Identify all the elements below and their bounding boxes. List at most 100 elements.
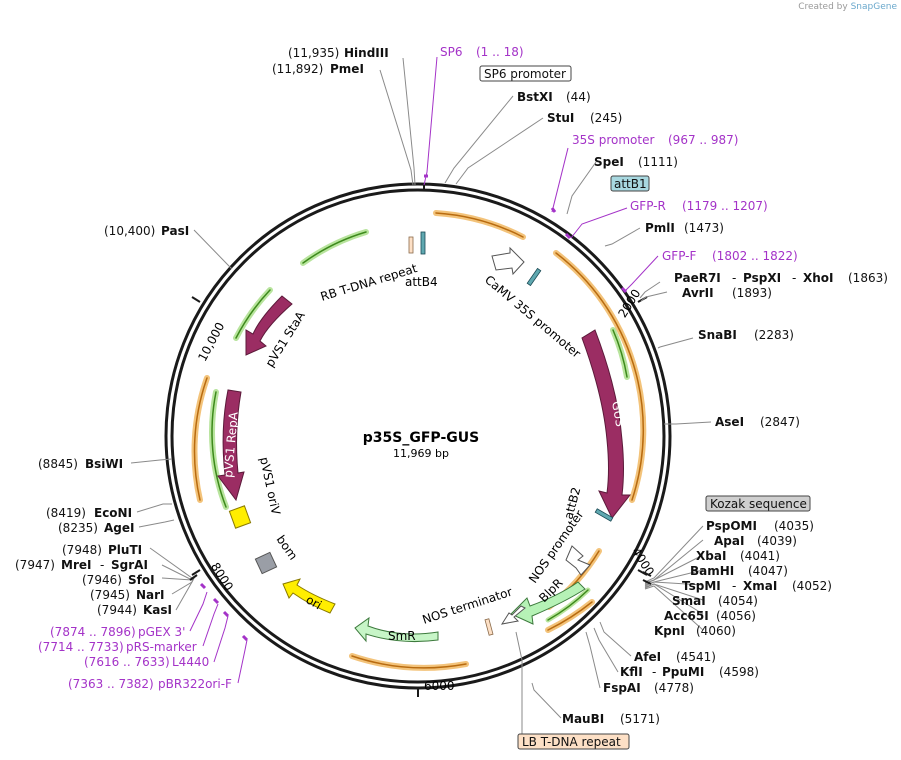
site-nari-name: NarI	[136, 588, 165, 602]
primer-35s-range: (967 .. 987)	[668, 133, 738, 147]
oriv-box	[228, 505, 252, 529]
site-maubi-name: MauBI	[562, 712, 604, 726]
lb-repeat-marker	[484, 618, 494, 636]
orf-arc-top	[433, 210, 526, 240]
site-paer7i-sep1: -	[732, 271, 736, 285]
primer-pbr322-name: pBR322ori-F	[158, 677, 232, 691]
site-avrii-pos: (1893)	[732, 286, 772, 300]
site-smai-name: SmaI	[672, 594, 706, 608]
pvs1-oriv-label: pVS1 oriV	[257, 456, 283, 517]
site-pspomi-pos: (4035)	[774, 519, 814, 533]
blpr-arrow	[510, 581, 586, 625]
site-sfoi-pos: (7946)	[82, 573, 122, 587]
site-pluti-name: PluTI	[108, 543, 142, 557]
primer-l4440-name: L4440	[172, 655, 209, 669]
primer-pbr322-range: (7363 .. 7382)	[68, 677, 154, 691]
green-arc-lower-core	[547, 589, 589, 621]
green-arc-top-core	[302, 231, 367, 264]
site-bamhi-name: BamHI	[690, 564, 734, 578]
primer-35s-name: 35S promoter	[572, 133, 654, 147]
site-hindiii-name: HindIII	[344, 46, 389, 60]
site-asei-name: AseI	[715, 415, 744, 429]
site-nari-pos: (7945)	[90, 588, 130, 602]
site-econi-pos: (8419)	[46, 506, 86, 520]
gus-label: GUS	[609, 400, 627, 428]
site-sgrai-name: SgrAI	[111, 558, 148, 572]
bom-box	[254, 551, 278, 575]
lb-repeat-box-label: LB T-DNA repeat	[522, 735, 621, 749]
plasmid-length: 11,969 bp	[393, 447, 449, 460]
primer-pgex-name: pGEX 3'	[138, 625, 185, 639]
kozak-box-label: Kozak sequence	[710, 497, 807, 511]
plasmid-name: p35S_GFP-GUS	[363, 430, 479, 446]
site-kpni-name: KpnI	[654, 624, 685, 638]
site-bsiwi-name: BsiWI	[85, 457, 123, 471]
site-mrei-pos: (7947)	[15, 558, 55, 572]
tick-label-10000: 10,000	[195, 320, 227, 364]
site-avrii-name: AvrII	[682, 286, 714, 300]
snapgene-credit: Created by SnapGene	[798, 2, 897, 12]
camv-label: CaMV 35S promoter	[482, 273, 583, 361]
nos-promoter-label: NOS promoter	[526, 508, 587, 586]
site-bsiwi-pos: (8845)	[38, 457, 78, 471]
site-kasi-name: KasI	[143, 603, 172, 617]
primer-sp6-range: (1 .. 18)	[476, 45, 524, 59]
primer-gfpr-name: GFP-R	[630, 199, 666, 213]
smr-arrow	[354, 616, 439, 643]
site-marks	[189, 185, 652, 585]
attb1-marker	[526, 267, 542, 287]
backbone-inner	[170, 188, 666, 684]
primer-pgex-range: (7874 .. 7896)	[50, 625, 136, 639]
attb1-box-label: attB1	[614, 177, 647, 191]
primer-gfpf-name: GFP-F	[662, 249, 697, 263]
nos-promoter-white-arrow	[565, 545, 591, 576]
gus-arrow	[581, 329, 632, 519]
sp6-promoter-box	[479, 65, 572, 82]
site-spei-pos: (1111)	[638, 155, 678, 169]
site-bstxi-pos: (44)	[566, 90, 591, 104]
site-maubi-pos: (5171)	[620, 712, 660, 726]
site-pluti-pos: (7948)	[62, 543, 102, 557]
site-apai-name: ApaI	[714, 534, 744, 548]
site-kasi-pos: (7944)	[97, 603, 137, 617]
site-xhoi-name: XhoI	[803, 271, 834, 285]
site-pasi-pos: (10,400)	[104, 224, 155, 238]
tick-label-8000: 8000	[208, 560, 236, 593]
leader-lines	[130, 57, 712, 734]
site-bamhi-pos: (4047)	[748, 564, 788, 578]
sp6-promoter-label: SP6 promoter	[484, 67, 566, 81]
kozak-box	[705, 495, 811, 512]
site-xbai-pos: (4041)	[740, 549, 780, 563]
site-paer7i-name: PaeR7I	[674, 271, 721, 285]
tick-label-4000: 4000	[629, 545, 657, 578]
site-hindiii-pos: (11,935)	[288, 46, 339, 60]
primer-markers	[199, 174, 628, 642]
primer-prs-range: (7714 .. 7733)	[38, 640, 124, 654]
orf-arc-bottom-core	[351, 655, 467, 669]
orf-arc-left-core	[193, 377, 208, 501]
site-paer7i-sep2: -	[792, 271, 796, 285]
lb-repeat-box	[517, 733, 630, 750]
site-afei-pos: (4541)	[676, 650, 716, 664]
site-fspai-pos: (4778)	[654, 681, 694, 695]
pvs1-repa-arrow	[217, 389, 245, 502]
site-pspomi-name: PspOMI	[706, 519, 757, 533]
smr-label: SmR	[388, 629, 416, 643]
site-mrei-name: MreI	[61, 558, 91, 572]
tick-label-6000: 6000	[424, 679, 455, 693]
camv-white-arrow	[491, 246, 525, 276]
site-apai-pos: (4039)	[757, 534, 797, 548]
ori-arrow	[282, 578, 336, 614]
pvs1-repa-label: pVS1 RepA	[221, 411, 241, 479]
site-spei-name: SpeI	[594, 155, 624, 169]
bom-label: bom	[274, 533, 301, 563]
primer-leader-lines	[189, 56, 659, 684]
orf-arc-lower-right-core	[547, 601, 593, 631]
site-acc65i-name: Acc65I	[664, 609, 709, 623]
orf-arcs-green	[209, 229, 630, 623]
attb1-box	[610, 175, 650, 192]
site-kfli-pos: (4598)	[719, 665, 759, 679]
site-agei-name: AgeI	[104, 521, 134, 535]
site-pmli-name: PmlI	[645, 221, 675, 235]
